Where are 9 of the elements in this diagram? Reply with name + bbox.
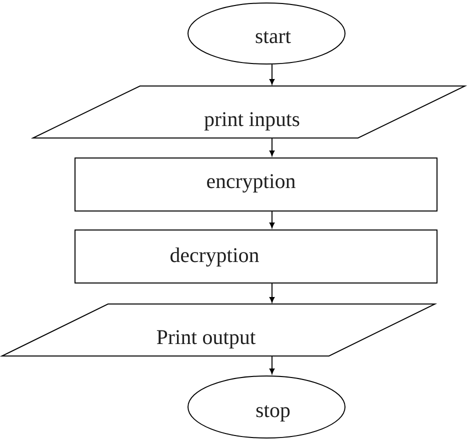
- process-box: encryption: [74, 158, 438, 212]
- terminal-oval: start: [188, 2, 346, 64]
- arrow: [269, 138, 275, 156]
- arrow: [269, 211, 275, 228]
- arrow: [269, 356, 275, 374]
- terminal-oval: stop: [188, 376, 346, 438]
- process-box: decryption: [74, 230, 438, 284]
- arrow: [269, 283, 275, 303]
- arrow: [269, 64, 275, 85]
